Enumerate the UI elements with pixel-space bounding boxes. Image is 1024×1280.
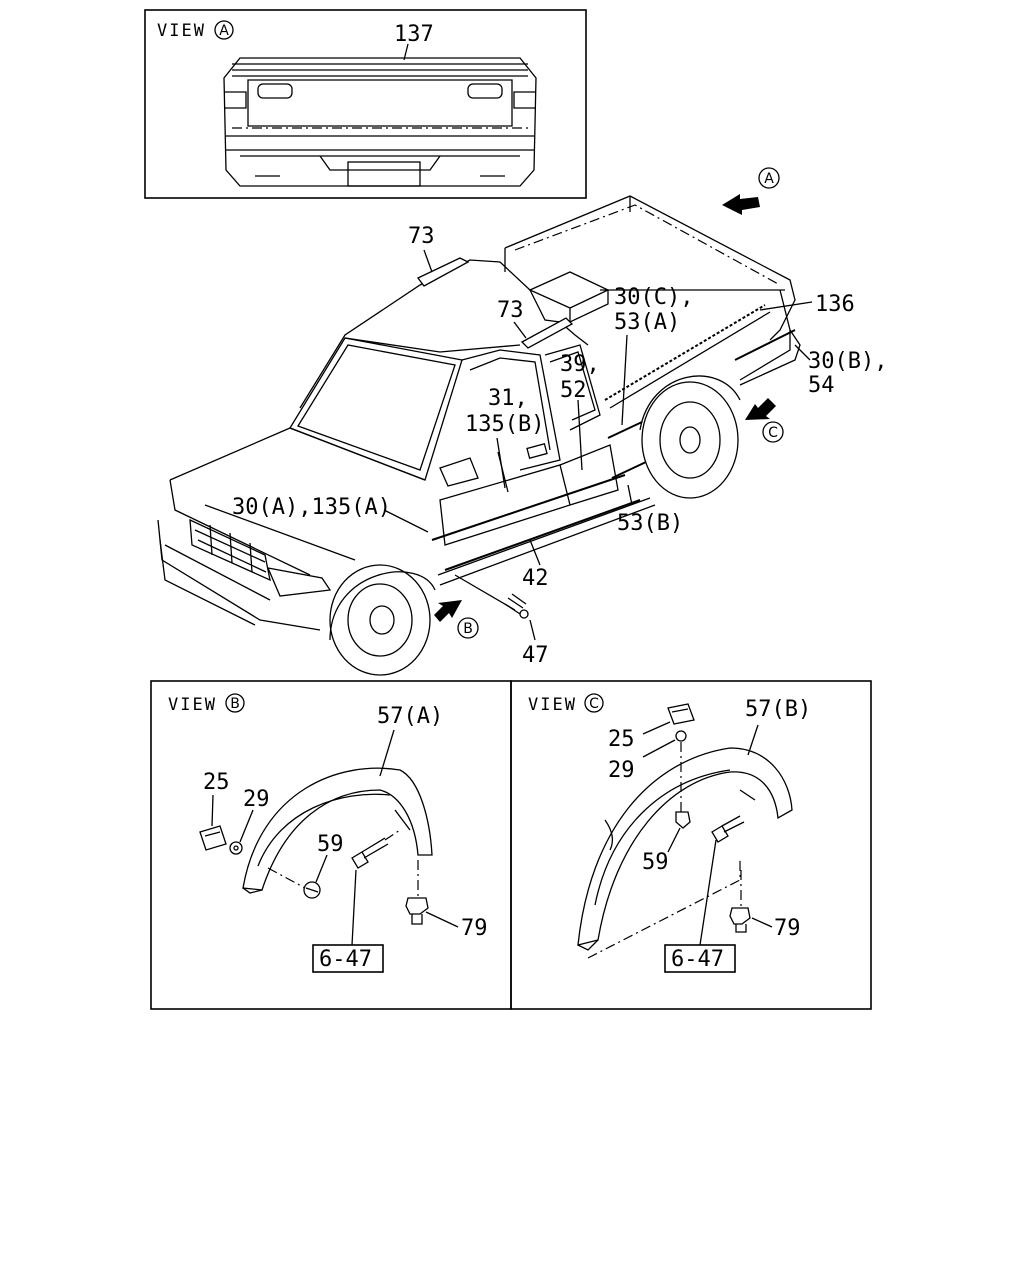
label-135b: 135(B) bbox=[465, 412, 544, 437]
view-a-frame bbox=[144, 9, 587, 199]
arrow-c: C bbox=[745, 398, 784, 443]
arrow-b-letter: B bbox=[463, 621, 473, 637]
tailgate-drawing bbox=[223, 57, 537, 187]
label-30c: 30(C), bbox=[614, 285, 693, 310]
ref-box-c bbox=[664, 944, 736, 973]
view-c-frame bbox=[510, 680, 872, 1010]
label-42: 42 bbox=[522, 566, 549, 591]
view-b-letter: B bbox=[230, 696, 240, 712]
arrow-c-letter: C bbox=[768, 425, 778, 441]
view-a-title: VIEW bbox=[157, 21, 206, 41]
view-b-panel: VIEW B 57(A) 2 bbox=[150, 680, 512, 1010]
label-53b: 53(B) bbox=[617, 511, 683, 536]
label-57b: 57(B) bbox=[745, 697, 811, 722]
view-b-title: VIEW bbox=[168, 695, 217, 715]
view-c-letter: C bbox=[589, 696, 599, 712]
label-54: 54 bbox=[808, 373, 835, 398]
label-30b: 30(B), bbox=[808, 349, 887, 374]
view-a-letter: A bbox=[219, 23, 229, 39]
label-b-29: 29 bbox=[243, 787, 270, 812]
main-leaders bbox=[383, 249, 813, 641]
label-c-59: 59 bbox=[642, 850, 669, 875]
arrow-b: B bbox=[434, 600, 479, 639]
truck-drawing bbox=[157, 195, 801, 676]
fender-flare-57b bbox=[577, 747, 793, 951]
label-39: 39, bbox=[560, 352, 600, 377]
arrow-a-letter: A bbox=[764, 171, 774, 187]
label-57a: 57(A) bbox=[377, 704, 443, 729]
label-73-roof: 73 bbox=[408, 224, 435, 249]
arrow-a: A bbox=[722, 167, 780, 215]
label-53a: 53(A) bbox=[614, 310, 680, 335]
view-a-circle bbox=[214, 20, 234, 40]
label-c-29: 29 bbox=[608, 758, 635, 783]
view-c-panel: VIEW C 57(B) bbox=[510, 680, 872, 1010]
view-a-panel: VIEW A 137 bbox=[144, 9, 587, 199]
label-31: 31, bbox=[488, 386, 528, 411]
label-136: 136 bbox=[815, 292, 855, 317]
label-b-79: 79 bbox=[461, 916, 488, 941]
label-c-ref: 6-47 bbox=[671, 947, 724, 972]
view-c-title: VIEW bbox=[528, 695, 577, 715]
ref-box-b bbox=[312, 944, 384, 973]
label-c-25: 25 bbox=[608, 727, 635, 752]
label-b-59: 59 bbox=[317, 832, 344, 857]
label-137: 137 bbox=[394, 22, 434, 47]
fender-flare-57a bbox=[242, 767, 433, 894]
label-52: 52 bbox=[560, 378, 587, 403]
label-b-ref: 6-47 bbox=[319, 947, 372, 972]
label-c-79: 79 bbox=[774, 916, 801, 941]
label-30a-135a: 30(A),135(A) bbox=[232, 495, 391, 520]
view-c-circle bbox=[584, 693, 604, 713]
view-b-circle bbox=[225, 693, 245, 713]
label-b-25: 25 bbox=[203, 770, 230, 795]
label-47: 47 bbox=[522, 643, 549, 668]
label-73-cab: 73 bbox=[497, 298, 524, 323]
leader-137 bbox=[403, 43, 409, 61]
